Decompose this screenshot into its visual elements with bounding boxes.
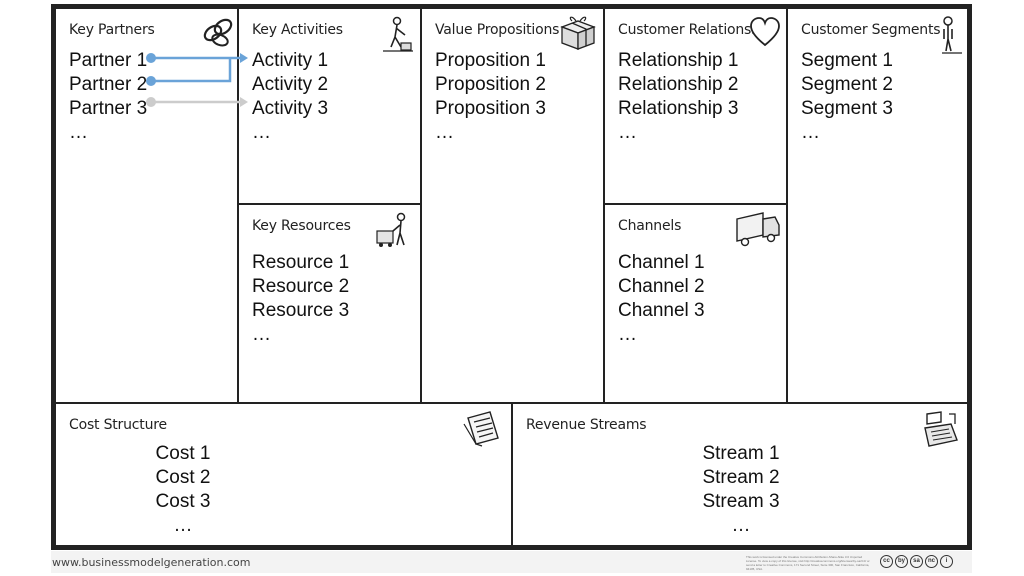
key-partners-title: Key Partners [69, 22, 155, 38]
chain-link-icon [203, 18, 233, 47]
list-item: Channel 1 [618, 252, 705, 273]
customer-relationships-list: Relationship 1 Relationship 2 Relationsh… [618, 49, 738, 145]
customer-segments-list: Segment 1 Segment 2 Segment 3 … [801, 49, 893, 145]
list-item: … [801, 122, 820, 143]
receipt-icon [463, 411, 499, 447]
worker-vacuum-icon [383, 16, 413, 52]
list-item: … [252, 324, 271, 345]
cost-structure-list: Cost 1 Cost 2 Cost 3 … [98, 442, 268, 538]
list-item: Proposition 1 [435, 50, 546, 71]
license-text: This work is licensed under the Creative… [746, 555, 870, 571]
list-item: Stream 1 [702, 443, 780, 464]
revenue-streams-title: Revenue Streams [526, 417, 647, 433]
gift-box-icon [560, 16, 596, 50]
list-item: Activity 2 [252, 74, 329, 95]
list-item: Cost 1 [155, 443, 211, 464]
list-item: Partner 3 [69, 98, 148, 119]
list-item: Proposition 3 [435, 98, 546, 119]
key-resources-block: Key Resources Resource 1 Resource 2 Reso… [237, 203, 422, 404]
channels-list: Channel 1 Channel 2 Channel 3 … [618, 251, 705, 347]
customer-segments-block: Customer Segments Segment 1 Segment 2 Se… [786, 7, 969, 404]
list-item: Relationship 2 [618, 74, 739, 95]
list-item: Segment 3 [801, 98, 893, 119]
list-item: … [252, 122, 271, 143]
key-resources-title: Key Resources [252, 218, 351, 234]
value-propositions-block: Value Propositions Proposition 1 Proposi… [420, 7, 605, 404]
revenue-streams-list: Stream 1 Stream 2 Stream 3 … [691, 442, 791, 538]
list-item: … [618, 324, 637, 345]
delivery-truck-icon [736, 212, 780, 247]
customer-relationships-title: Customer Relationshi [618, 22, 764, 38]
attribution-icon: by [895, 555, 908, 568]
person-icon [942, 16, 962, 54]
list-item: … [731, 515, 751, 536]
list-item: Partner 1 [69, 50, 148, 71]
customer-relationships-block: Customer Relationshi Relationship 1 Rela… [603, 7, 788, 205]
cash-register-icon [924, 411, 958, 447]
list-item: … [69, 122, 88, 143]
list-item: Stream 3 [702, 491, 780, 512]
customer-segments-title: Customer Segments [801, 22, 941, 38]
channels-block: Channels Channel 1 Channel 2 Channel 3 … [603, 203, 788, 404]
key-activities-title: Key Activities [252, 22, 343, 38]
list-item: Activity 1 [252, 50, 329, 71]
business-model-canvas: Key Partners Partner 1 Partner 2 Partner… [51, 4, 972, 550]
list-item: Channel 3 [618, 300, 705, 321]
cc-icon: cc [880, 555, 893, 568]
list-item: Channel 2 [618, 276, 705, 297]
list-item: Relationship 1 [618, 50, 739, 71]
key-resources-list: Resource 1 Resource 2 Resource 3 … [252, 251, 349, 347]
list-item: Segment 2 [801, 74, 893, 95]
list-item: Resource 3 [252, 300, 350, 321]
cost-structure-block: Cost Structure Cost 1 Cost 2 Cost 3 … [54, 402, 513, 547]
footer-bar [51, 551, 972, 573]
key-partners-block: Key Partners Partner 1 Partner 2 Partner… [54, 7, 239, 404]
list-item: Proposition 2 [435, 74, 546, 95]
license-badges: cc by sa nc i [880, 555, 953, 568]
list-item: … [618, 122, 637, 143]
worker-cart-icon [376, 212, 406, 247]
cost-structure-title: Cost Structure [69, 417, 167, 433]
non-commercial-icon: nc [925, 555, 938, 568]
list-item: Segment 1 [801, 50, 893, 71]
value-propositions-title: Value Propositions [435, 22, 560, 38]
channels-title: Channels [618, 218, 682, 234]
list-item: Stream 2 [702, 467, 780, 488]
list-item: Activity 3 [252, 98, 329, 119]
revenue-streams-block: Revenue Streams Stream 1 Stream 2 Stream… [511, 402, 969, 547]
share-alike-icon: sa [910, 555, 923, 568]
footer-url: www.businessmodelgeneration.com [52, 556, 251, 569]
info-icon: i [940, 555, 953, 568]
heart-icon [750, 17, 780, 47]
list-item: Relationship 3 [618, 98, 739, 119]
key-partners-list: Partner 1 Partner 2 Partner 3 … [69, 49, 147, 145]
key-activities-list: Activity 1 Activity 2 Activity 3 … [252, 49, 328, 145]
value-propositions-list: Proposition 1 Proposition 2 Proposition … [435, 49, 546, 145]
list-item: … [173, 515, 193, 536]
list-item: Resource 2 [252, 276, 350, 297]
list-item: Cost 3 [155, 491, 211, 512]
list-item: Resource 1 [252, 252, 350, 273]
key-activities-block: Key Activities Activity 1 Activity 2 Act… [237, 7, 422, 205]
list-item: … [435, 122, 454, 143]
list-item: Cost 2 [155, 467, 211, 488]
list-item: Partner 2 [69, 74, 148, 95]
